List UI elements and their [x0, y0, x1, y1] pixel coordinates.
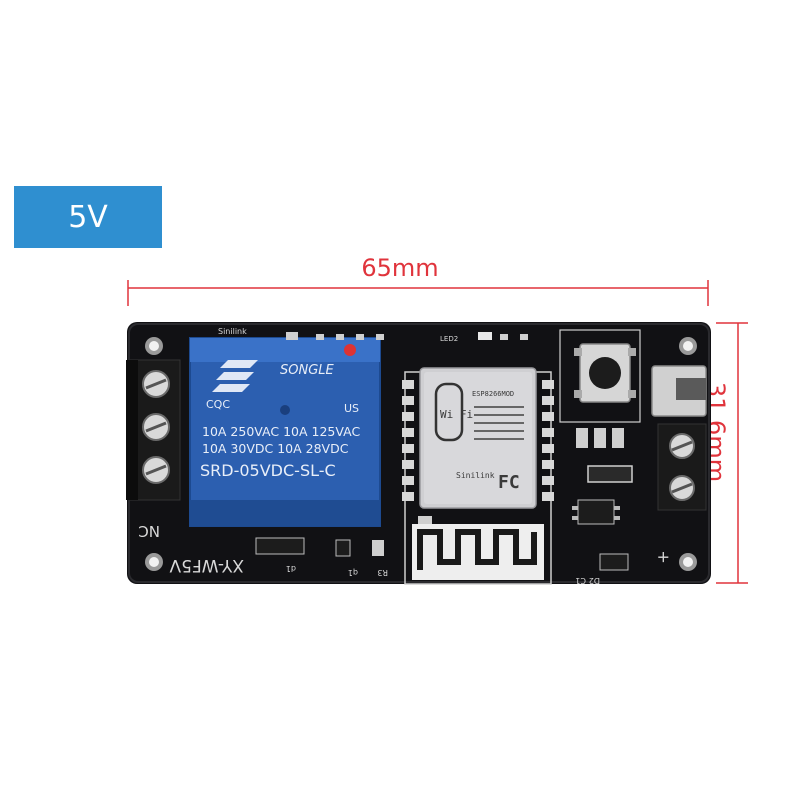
- wifi-logo-icon: [434, 382, 464, 442]
- module-marking-lines: [474, 406, 524, 440]
- wifi-label: Wi Fi: [440, 408, 473, 421]
- fc-mark: FC: [498, 472, 520, 493]
- smd-components-top: [286, 332, 528, 340]
- plus-label: +: [657, 548, 670, 567]
- height-dimension-line: [716, 322, 748, 584]
- screw-icon: [669, 433, 695, 459]
- smd-components-right: [572, 428, 633, 571]
- relay-model: SRD-05VDC-SL-C: [200, 461, 336, 480]
- songle-logo-icon: [212, 360, 258, 392]
- relay-indicator-dot: [344, 344, 356, 356]
- pcb-antenna: [412, 524, 544, 580]
- board-brand-label: Sinilink: [218, 327, 247, 336]
- relay-center-dot: [280, 405, 290, 415]
- r3-label: R3: [377, 568, 388, 577]
- voltage-badge: 5V: [14, 186, 162, 248]
- nc-label: NC: [138, 522, 160, 540]
- board-model-label: XY-WF5V: [169, 555, 244, 575]
- push-button: [574, 343, 636, 403]
- micro-usb-port: [651, 365, 707, 417]
- relay: SONGLE CQC US 10A 250VAC 10A 125VAC 10A …: [189, 337, 381, 527]
- relay-cert-left: CQC: [206, 398, 230, 411]
- c1-label: C1: [575, 576, 586, 585]
- q1-label: q1: [348, 568, 358, 577]
- width-dimension-line: [127, 280, 709, 306]
- relay-rating-line1: 10A 250VAC 10A 125VAC: [202, 424, 360, 439]
- smd-components-bottom: [255, 516, 432, 557]
- mounting-hole: [145, 337, 697, 571]
- module-pins: [402, 380, 554, 501]
- d1-label: d1: [286, 564, 296, 573]
- module-model: ESP8266MOD: [472, 390, 514, 398]
- relay-brand: SONGLE: [280, 363, 335, 378]
- right-screw-terminal: [657, 423, 707, 511]
- width-dimension-label: 65mm: [361, 254, 439, 282]
- relay-cert-right: US: [344, 402, 359, 415]
- relay-rating-line2: 10A 30VDC 10A 28VDC: [202, 441, 349, 456]
- screw-icon: [669, 475, 695, 501]
- screw-icon: [142, 456, 170, 484]
- wifi-module: Wi Fi ESP8266MOD Sinilink FC: [402, 367, 554, 509]
- module-maker: Sinilink: [456, 471, 495, 480]
- screw-icon: [142, 413, 170, 441]
- screw-icon: [142, 370, 170, 398]
- led-label: LED2: [440, 335, 458, 343]
- left-screw-terminal: [126, 359, 181, 501]
- d2-label: D2: [589, 576, 600, 585]
